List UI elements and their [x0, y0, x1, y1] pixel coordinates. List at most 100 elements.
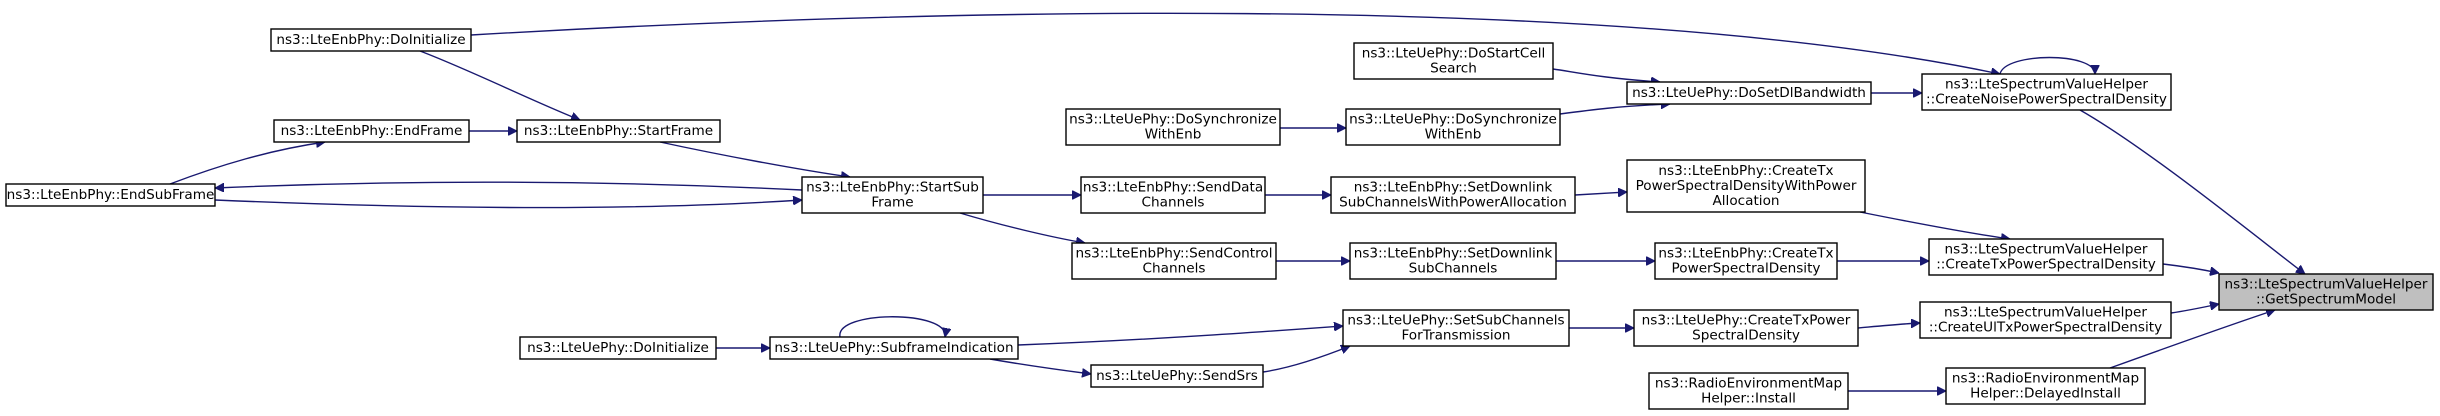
- node-box-ultxpsd[interactable]: [1919, 301, 2172, 339]
- node-box-uecreatetx[interactable]: [1633, 309, 1859, 347]
- node-label-endframe-line-0: ns3::LteEnbPhy::EndFrame: [281, 123, 463, 139]
- node-label-setsub-line-0: ns3::LteUePhy::SetSubChannels: [1347, 313, 1564, 329]
- node-box-subframeind[interactable]: [769, 336, 1019, 360]
- edge-delayed-to-target: [2109, 310, 2275, 369]
- node-label-startsubframe-line-0: ns3::LteEnbPhy::StartSub: [806, 180, 979, 196]
- node-box-sendsrs[interactable]: [1090, 364, 1264, 388]
- node-label-dostartcell-line-1: Search: [1430, 61, 1477, 77]
- node-box-noise[interactable]: [1921, 73, 2172, 111]
- node-txpsd[interactable]: ns3::LteSpectrumValueHelper::CreateTxPow…: [1928, 238, 2164, 276]
- node-box-endframe[interactable]: [273, 119, 470, 143]
- edge-dosync2-to-dosetdl: [1559, 104, 1670, 115]
- node-dosetdl[interactable]: ns3::LteUePhy::DoSetDlBandwidth: [1626, 81, 1872, 105]
- node-label-senddata-line-0: ns3::LteEnbPhy::SendData: [1083, 180, 1263, 196]
- node-box-enbcreatetx[interactable]: [1654, 242, 1838, 280]
- node-box-sendcontrol[interactable]: [1071, 242, 1277, 280]
- node-startframe[interactable]: ns3::LteEnbPhy::StartFrame: [516, 119, 721, 143]
- node-endframe[interactable]: ns3::LteEnbPhy::EndFrame: [273, 119, 470, 143]
- node-box-startsubframe[interactable]: [801, 176, 984, 214]
- node-label-createtxpa-line-2: Allocation: [1712, 193, 1779, 209]
- node-createtxpa[interactable]: ns3::LteEnbPhy::CreateTxPowerSpectralDen…: [1626, 159, 1866, 213]
- node-label-dostartcell-line-0: ns3::LteUePhy::DoStartCell: [1362, 46, 1546, 62]
- node-label-ultxpsd-line-1: ::CreateUlTxPowerSpectralDensity: [1929, 320, 2162, 336]
- node-label-createtxpa-line-0: ns3::LteEnbPhy::CreateTx: [1658, 163, 1833, 179]
- node-label-delayed-line-1: Helper::DelayedInstall: [1970, 386, 2121, 402]
- node-label-sendcontrol-line-0: ns3::LteEnbPhy::SendControl: [1075, 246, 1272, 262]
- node-label-enbcreatetx-line-1: PowerSpectralDensity: [1672, 261, 1821, 277]
- node-box-startframe[interactable]: [516, 119, 721, 143]
- node-label-uecreatetx-line-1: SpectralDensity: [1692, 328, 1800, 344]
- node-noise[interactable]: ns3::LteSpectrumValueHelper::CreateNoise…: [1921, 73, 2172, 111]
- edge-sendsrs-to-setsub: [1262, 346, 1350, 373]
- node-label-target-line-1: ::GetSpectrumModel: [2256, 292, 2396, 308]
- edge-enb_doinit-to-noise: [470, 12, 2000, 74]
- node-box-setdl[interactable]: [1349, 242, 1557, 280]
- node-label-dosync2-line-1: WithEnb: [1425, 127, 1482, 143]
- node-label-setdlpa-line-0: ns3::LteEnbPhy::SetDownlink: [1354, 180, 1553, 196]
- edge-startsubframe-to-endsubframe: [215, 181, 803, 190]
- edges-layer: [169, 12, 2305, 391]
- node-uecreatetx[interactable]: ns3::LteUePhy::CreateTxPowerSpectralDens…: [1633, 309, 1859, 347]
- node-label-sendcontrol-line-1: Channels: [1143, 261, 1206, 277]
- node-box-createtxpa[interactable]: [1626, 159, 1866, 213]
- node-box-dosetdl[interactable]: [1626, 81, 1872, 105]
- node-label-createtxpa-line-1: PowerSpectralDensityWithPower: [1636, 178, 1857, 194]
- node-setdlpa[interactable]: ns3::LteEnbPhy::SetDownlinkSubChannelsWi…: [1330, 176, 1576, 214]
- node-label-dosync2-line-0: ns3::LteUePhy::DoSynchronize: [1349, 112, 1557, 128]
- node-setsub[interactable]: ns3::LteUePhy::SetSubChannelsForTransmis…: [1342, 309, 1570, 347]
- node-box-txpsd[interactable]: [1928, 238, 2164, 276]
- node-endsubframe[interactable]: ns3::LteEnbPhy::EndSubFrame: [5, 183, 216, 207]
- node-label-reminstall-line-0: ns3::RadioEnvironmentMap: [1655, 376, 1842, 392]
- node-box-ue_doinit[interactable]: [519, 336, 717, 360]
- node-box-target[interactable]: [2218, 273, 2434, 311]
- node-box-dosync2[interactable]: [1345, 108, 1561, 146]
- node-label-uecreatetx-line-0: ns3::LteUePhy::CreateTxPower: [1642, 313, 1851, 329]
- node-sendsrs[interactable]: ns3::LteUePhy::SendSrs: [1090, 364, 1264, 388]
- edge-setdlpa-to-createtxpa: [1574, 192, 1627, 195]
- node-enbcreatetx[interactable]: ns3::LteEnbPhy::CreateTxPowerSpectralDen…: [1654, 242, 1838, 280]
- nodes-layer: ns3::LteSpectrumValueHelper::GetSpectrum…: [5, 28, 2434, 410]
- node-label-dosync1-line-1: WithEnb: [1145, 127, 1202, 143]
- node-subframeind[interactable]: ns3::LteUePhy::SubframeIndication: [769, 336, 1019, 360]
- node-box-dosync1[interactable]: [1065, 108, 1281, 146]
- node-box-dostartcell[interactable]: [1353, 42, 1554, 80]
- edge-endsubframe-to-endframe: [169, 142, 325, 185]
- node-box-reminstall[interactable]: [1648, 372, 1849, 410]
- node-label-sendsrs-line-0: ns3::LteUePhy::SendSrs: [1096, 368, 1258, 384]
- node-ultxpsd[interactable]: ns3::LteSpectrumValueHelper::CreateUlTxP…: [1919, 301, 2172, 339]
- node-label-noise-line-1: ::CreateNoisePowerSpectralDensity: [1926, 92, 2167, 108]
- node-label-setdl-line-1: SubChannels: [1409, 261, 1498, 277]
- edge-createtxpa-to-txpsd: [1859, 211, 2010, 239]
- node-label-setdlpa-line-1: SubChannelsWithPowerAllocation: [1339, 195, 1567, 211]
- node-label-dosetdl-line-0: ns3::LteUePhy::DoSetDlBandwidth: [1632, 85, 1866, 101]
- node-delayed[interactable]: ns3::RadioEnvironmentMapHelper::DelayedI…: [1945, 367, 2146, 405]
- edge-enb_doinit-to-startframe: [419, 50, 580, 120]
- node-ue_doinit[interactable]: ns3::LteUePhy::DoInitialize: [519, 336, 717, 360]
- node-enb_doinit[interactable]: ns3::LteEnbPhy::DoInitialize: [270, 28, 472, 52]
- node-label-subframeind-line-0: ns3::LteUePhy::SubframeIndication: [774, 340, 1013, 356]
- node-box-delayed[interactable]: [1945, 367, 2146, 405]
- edge-subframeind-to-sendsrs: [989, 358, 1091, 374]
- node-box-enb_doinit[interactable]: [270, 28, 472, 52]
- node-box-endsubframe[interactable]: [5, 183, 216, 207]
- edge-subframeind-to-setsub: [1017, 326, 1343, 346]
- edge-dostartcell-to-dosetdl: [1552, 68, 1660, 82]
- node-label-reminstall-line-1: Helper::Install: [1701, 391, 1796, 407]
- node-target[interactable]: ns3::LteSpectrumValueHelper::GetSpectrum…: [2218, 273, 2434, 311]
- node-box-senddata[interactable]: [1080, 176, 1266, 214]
- node-label-delayed-line-0: ns3::RadioEnvironmentMap: [1952, 371, 2139, 387]
- node-label-ue_doinit-line-0: ns3::LteUePhy::DoInitialize: [527, 340, 709, 356]
- edge-ultxpsd-to-target: [2170, 304, 2219, 314]
- node-box-setdlpa[interactable]: [1330, 176, 1576, 214]
- edge-uecreatetx-to-ultxpsd: [1857, 323, 1920, 329]
- edge-startframe-to-startsubframe: [659, 141, 850, 177]
- node-box-setsub[interactable]: [1342, 309, 1570, 347]
